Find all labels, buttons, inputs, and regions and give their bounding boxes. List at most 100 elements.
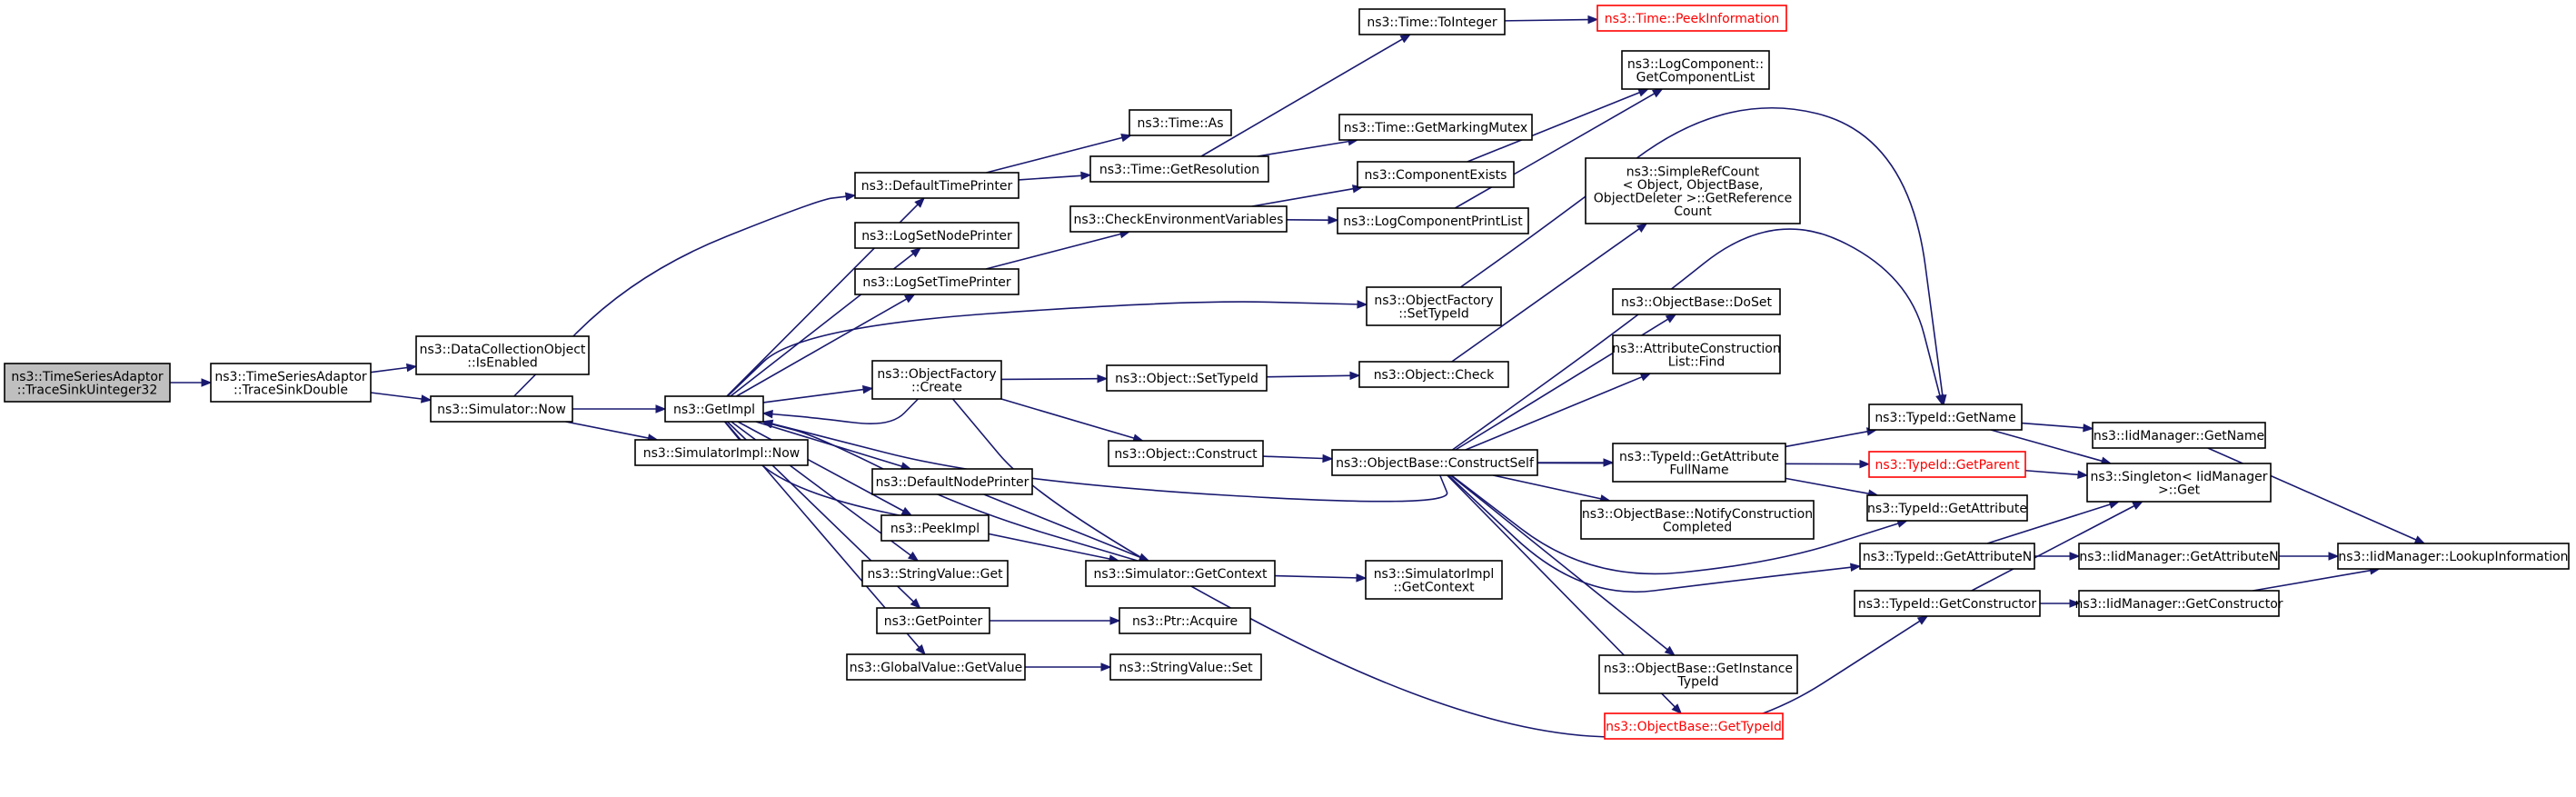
arrowhead-icon: [1097, 374, 1109, 384]
node-typeIdGetConstructor[interactable]: ns3::TypeId::GetConstructor: [1854, 590, 2041, 617]
edge-ofCreate-to-objectConstruct: [1000, 398, 1144, 443]
node-box: [1129, 109, 1232, 136]
edge-obConstructSelf-to-obNotifyConstructionCompleted: [1493, 474, 1611, 503]
node-box: [2086, 463, 2272, 503]
node-box: [1357, 161, 1515, 188]
node-label: ns3::ObjectBase::GetInstance: [1604, 662, 1793, 676]
node-ofCreate[interactable]: ns3::ObjectFactory::Create: [871, 360, 1002, 400]
node-typeIdGetAttributeN[interactable]: ns3::TypeId::GetAttributeN: [1859, 543, 2035, 570]
node-box: [1612, 288, 1781, 315]
node-obNotifyConstructionCompleted[interactable]: ns3::ObjectBase::NotifyConstructionCompl…: [1580, 500, 1815, 540]
node-dcoIsEnabled[interactable]: ns3::DataCollectionObject::IsEnabled: [415, 335, 590, 375]
edge-line: [1018, 174, 1082, 181]
node-simImplNow[interactable]: ns3::SimulatorImpl::Now: [634, 439, 809, 466]
node-logComponentPrintList[interactable]: ns3::LogComponentPrintList: [1337, 207, 1529, 234]
node-traceSinkDouble[interactable]: ns3::TimeSeriesAdaptor::TraceSinkDouble: [210, 363, 372, 403]
node-objectCheck[interactable]: ns3::Object::Check: [1358, 361, 1509, 388]
node-label: ObjectDeleter >::GetReference: [1594, 191, 1792, 205]
node-typeIdGetAttribute[interactable]: ns3::TypeId::GetAttribute: [1866, 494, 2028, 522]
node-box: [1338, 114, 1533, 141]
arrowhead-icon: [2413, 535, 2426, 544]
node-stringValueSet[interactable]: ns3::StringValue::Set: [1109, 653, 1262, 681]
node-obDoSet[interactable]: ns3::ObjectBase::DoSet: [1612, 288, 1781, 315]
edge-checkEnvVars-to-componentExists: [1251, 184, 1364, 207]
node-stringValueGet[interactable]: ns3::StringValue::Get: [861, 560, 1009, 587]
node-simGetContext[interactable]: ns3::Simulator::GetContext: [1085, 560, 1276, 587]
node-label: ns3::LogSetTimePrinter: [862, 275, 1011, 290]
edge-line: [1785, 431, 1868, 448]
node-label: ns3::Object::Check: [1374, 368, 1495, 383]
node-box: [1868, 403, 2023, 431]
node-objectConstruct[interactable]: ns3::Object::Construct: [1108, 440, 1264, 467]
edge-timeToInteger-to-timePeekInformation: [1504, 15, 1599, 25]
node-label: ns3::LogSetNodePrinter: [861, 229, 1012, 244]
node-label: ::Create: [911, 380, 962, 394]
node-label: ns3::DefaultNodePrinter: [876, 475, 1029, 490]
node-simNow[interactable]: ns3::Simulator::Now: [430, 395, 573, 423]
node-simpleRefCount[interactable]: ns3::SimpleRefCount< Object, ObjectBase,…: [1585, 157, 1801, 224]
node-box: [1854, 590, 2041, 617]
node-box: [1604, 712, 1784, 740]
arrowhead-icon: [1120, 134, 1132, 143]
node-label: ns3::ComponentExists: [1365, 168, 1507, 183]
node-iidGetAttributeN[interactable]: ns3::IidManager::GetAttributeN: [2078, 543, 2280, 570]
node-defaultNodePrinter[interactable]: ns3::DefaultNodePrinter: [871, 468, 1033, 495]
node-peekImpl[interactable]: ns3::PeekImpl: [880, 514, 990, 542]
edge-line: [1257, 140, 1349, 157]
node-iidLookupInformation[interactable]: ns3::IidManager::LookupInformation: [2337, 543, 2570, 570]
edge-line: [1785, 477, 1869, 494]
node-logSetNodePrinter[interactable]: ns3::LogSetNodePrinter: [854, 222, 1019, 249]
edge-typeIdGetAttributeN-to-iidGetAttributeN: [2034, 552, 2081, 561]
edge-getImpl-to-ofCreate: [762, 384, 874, 403]
node-ofSetTypeId[interactable]: ns3::ObjectFactory::SetTypeId: [1366, 286, 1502, 326]
node-singletonGet[interactable]: ns3::Singleton< IidManager>::Get: [2086, 463, 2272, 503]
edge-line: [762, 388, 864, 403]
node-label: ns3::ObjectFactory: [1374, 294, 1493, 308]
node-label: ns3::GlobalValue::GetValue: [850, 661, 1022, 675]
node-iidGetConstructor[interactable]: ns3::IidManager::GetConstructor: [2074, 590, 2283, 617]
node-box: [854, 172, 1019, 199]
node-getImpl[interactable]: ns3::GetImpl: [664, 395, 764, 423]
edge-root-to-traceSinkDouble: [170, 378, 213, 387]
node-ptrAcquire[interactable]: ns3::Ptr::Acquire: [1119, 607, 1251, 634]
node-logComponentGetList[interactable]: ns3::LogComponent::GetComponentList: [1621, 50, 1770, 90]
node-timeAs[interactable]: ns3::Time::As: [1129, 109, 1232, 136]
node-defaultTimePrinter[interactable]: ns3::DefaultTimePrinter: [854, 172, 1019, 199]
node-label: ns3::Time::GetMarkingMutex: [1344, 121, 1527, 135]
node-logSetTimePrinter[interactable]: ns3::LogSetTimePrinter: [854, 268, 1019, 295]
node-timeGetResolution[interactable]: ns3::Time::GetResolution: [1089, 155, 1269, 183]
node-typeIdGetName[interactable]: ns3::TypeId::GetName: [1868, 403, 2023, 431]
edge-line: [737, 421, 904, 512]
node-timePeekInformation[interactable]: ns3::Time::PeekInformation: [1596, 5, 1787, 32]
node-checkEnvVars[interactable]: ns3::CheckEnvironmentVariables: [1069, 205, 1288, 233]
node-iidGetName[interactable]: ns3::IidManager::GetName: [2092, 422, 2266, 449]
node-label: ns3::SimulatorImpl: [1374, 567, 1495, 582]
arrowhead-icon: [1636, 223, 1648, 233]
node-globalValueGetValue[interactable]: ns3::GlobalValue::GetValue: [846, 653, 1026, 681]
node-timeToInteger[interactable]: ns3::Time::ToInteger: [1358, 8, 1506, 35]
node-componentExists[interactable]: ns3::ComponentExists: [1357, 161, 1515, 188]
edge-line: [1274, 574, 1358, 579]
edge-objectConstruct-to-obConstructSelf: [1262, 453, 1334, 463]
node-typeIdGetParent[interactable]: ns3::TypeId::GetParent: [1868, 451, 2026, 478]
edge-simGetContext-to-simImplGetContext: [1274, 573, 1368, 583]
edge-line: [1449, 474, 1668, 651]
arrowhead-icon: [1665, 314, 1677, 324]
node-obConstructSelf[interactable]: ns3::ObjectBase::ConstructSelf: [1331, 449, 1538, 476]
node-box: [1596, 5, 1787, 32]
node-box: [854, 222, 1019, 249]
arrowhead-icon: [761, 409, 773, 419]
node-label: ns3::DefaultTimePrinter: [861, 179, 1013, 194]
node-objectSetTypeId[interactable]: ns3::Object::SetTypeId: [1106, 364, 1268, 392]
node-obGetTypeId[interactable]: ns3::ObjectBase::GetTypeId: [1604, 712, 1784, 740]
node-simImplGetContext[interactable]: ns3::SimulatorImpl::GetContext: [1365, 560, 1503, 600]
edge-getPointer-to-ptrAcquire: [990, 616, 1121, 625]
node-timeGetMarkingMutex[interactable]: ns3::Time::GetMarkingMutex: [1338, 114, 1533, 141]
node-label: ns3::CheckEnvironmentVariables: [1074, 213, 1284, 227]
node-getPointer[interactable]: ns3::GetPointer: [876, 607, 990, 634]
node-label: FullName: [1669, 463, 1728, 477]
node-box: [1085, 560, 1276, 587]
